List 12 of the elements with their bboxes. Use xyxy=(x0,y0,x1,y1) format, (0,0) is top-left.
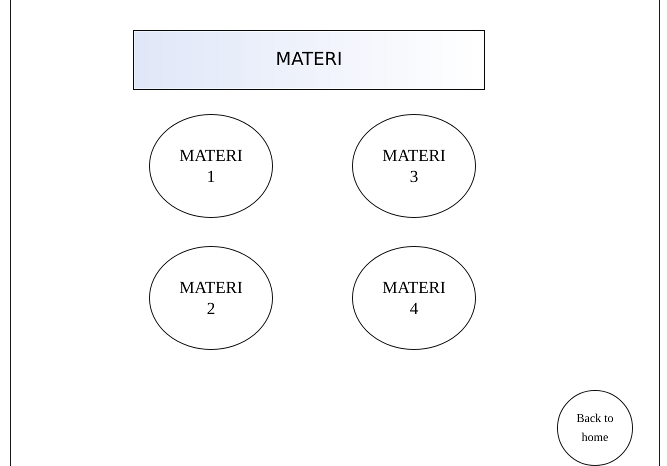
menu-ellipse xyxy=(352,114,476,218)
node-label: MATERI 1 xyxy=(178,144,244,188)
menu-ellipse xyxy=(352,246,476,350)
node-label: Back to home xyxy=(576,410,614,446)
node-label: MATERI 3 xyxy=(381,144,447,188)
menu-ellipse xyxy=(149,114,273,218)
back-home-button xyxy=(557,390,633,466)
node-label: MATERI 2 xyxy=(178,276,244,320)
title-text: MATERI xyxy=(276,48,342,72)
title-box xyxy=(133,30,485,90)
menu-ellipse xyxy=(149,246,273,350)
node-label: MATERI 4 xyxy=(381,276,447,320)
